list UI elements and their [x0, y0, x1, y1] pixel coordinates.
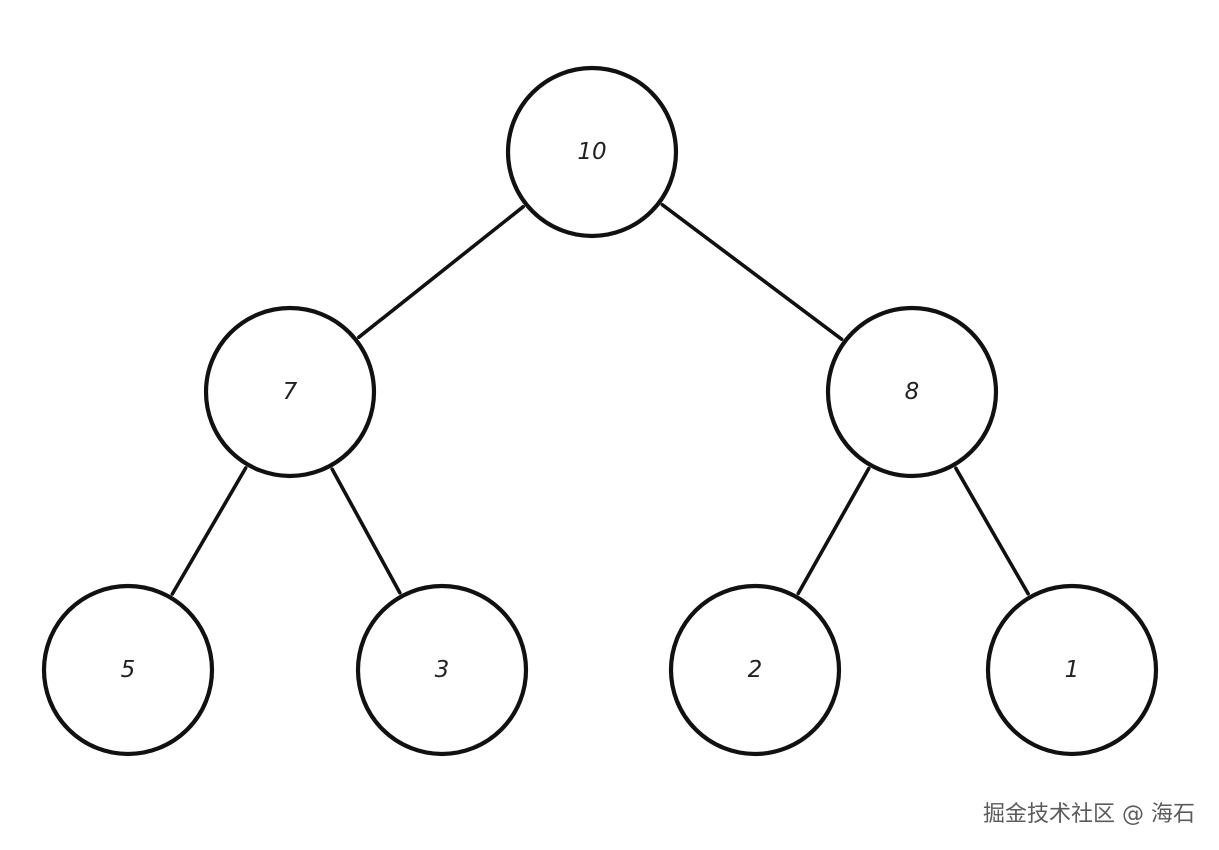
tree-node-circle [355, 583, 529, 757]
tree-node-circle [825, 305, 999, 479]
tree-edge-n8-n2 [796, 466, 871, 596]
tree-edge-n7-n3 [330, 467, 402, 595]
tree-node-circle [668, 583, 842, 757]
tree-node-label: 7 [283, 379, 298, 405]
tree-node-8: 8 [825, 305, 999, 479]
tree-node-circle [203, 305, 377, 479]
tree-node-label: 8 [905, 379, 920, 405]
tree-node-1: 1 [985, 583, 1159, 757]
tree-node-circle [985, 583, 1159, 757]
tree-node-5: 5 [41, 583, 215, 757]
tree-node-10: 10 [505, 65, 679, 239]
tree-node-circle [505, 65, 679, 239]
tree-edge-n10-n8 [660, 203, 844, 342]
tree-edges [170, 203, 1030, 596]
tree-node-2: 2 [668, 583, 842, 757]
tree-node-7: 7 [203, 305, 377, 479]
tree-node-3: 3 [355, 583, 529, 757]
tree-node-label: 2 [748, 657, 763, 683]
tree-node-label: 10 [577, 139, 606, 165]
tree-node-circle [41, 583, 215, 757]
tree-edge-n8-n1 [954, 466, 1030, 596]
watermark-text: 掘金技术社区 @ 海石 [983, 802, 1195, 827]
tree-node-label: 3 [435, 657, 450, 683]
tree-nodes: 10 7 8 5 3 2 1 [41, 65, 1159, 757]
tree-node-label: 5 [121, 657, 136, 683]
tree-node-label: 1 [1065, 657, 1080, 683]
tree-edge-n10-n7 [357, 205, 525, 340]
tree-edge-n7-n5 [170, 466, 248, 596]
